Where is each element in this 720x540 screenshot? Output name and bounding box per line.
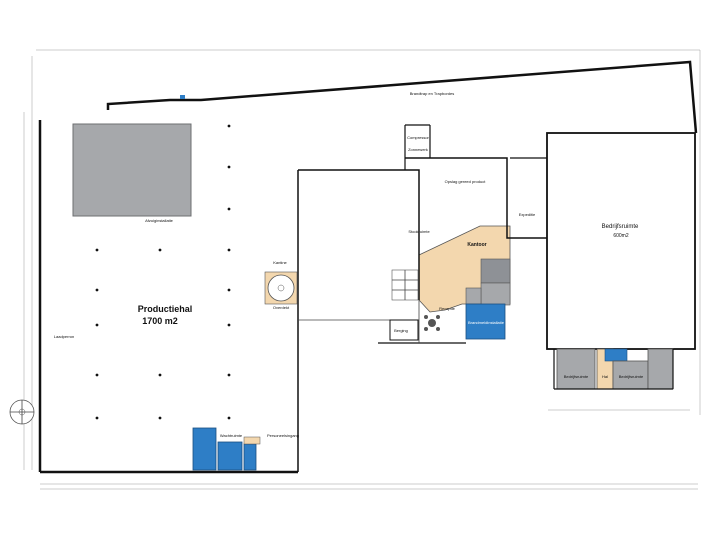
zonnewerk-label: Zonnewerk xyxy=(408,147,428,152)
kantoor-label: Kantoor xyxy=(467,242,486,248)
compressor-label: Compressor xyxy=(407,135,429,140)
expeditie-label: Expeditie xyxy=(519,212,536,217)
laadperron-label: Laadperron xyxy=(54,334,74,339)
dimension-lines xyxy=(23,49,701,490)
kantoor-gray-3 xyxy=(465,287,482,305)
bedrijfsruimte-small-2-label: Bedrijfsruimte xyxy=(619,374,644,379)
small-room-2 xyxy=(612,360,649,390)
kantoor-gray-2 xyxy=(480,282,511,306)
berging-label: Berging xyxy=(394,328,408,333)
brandmeld-label: Brandmeldinstallatie xyxy=(468,320,505,325)
stookruimte-label: Stookruimte xyxy=(408,229,430,234)
wachtruimte-label: Wachtruimte xyxy=(220,433,243,438)
small-room-blue xyxy=(604,348,628,362)
stairs xyxy=(391,269,419,301)
marker-square xyxy=(180,95,185,99)
bedrijfsruimte-small-1-label: Bedrijfsruimte xyxy=(564,374,589,379)
overdekt-label: Overdekt xyxy=(273,305,290,310)
spiral-stair-exterior xyxy=(9,399,35,425)
kantoor-gray-1 xyxy=(480,258,511,284)
receptie-label: Receptie xyxy=(439,306,456,311)
outer-walls xyxy=(38,60,698,474)
personeelsingang-label: Personeelsingang xyxy=(267,433,299,438)
brandmeld-room xyxy=(465,303,506,340)
bedrijfsruimte-area: 600m2 xyxy=(613,233,629,239)
afzuig-label: Afzuiginstallatie xyxy=(145,218,174,223)
reception-table xyxy=(424,315,440,331)
bovenpanel-label: Brandtrap en Trapbordes xyxy=(410,91,454,96)
opslag-label: Opslag gereed product xyxy=(445,179,487,184)
kantine-label: Kantine xyxy=(273,260,287,265)
sanitary-block-1 xyxy=(192,427,217,471)
stookruimte-block xyxy=(72,123,192,217)
small-room-1 xyxy=(556,348,596,390)
small-room-3 xyxy=(647,348,674,390)
sanitary-beige xyxy=(243,436,261,445)
bedrijfsruimte-label: Bedrijfsruimte xyxy=(602,224,639,230)
sanitary-block-2 xyxy=(217,441,243,471)
hal-label: Hal xyxy=(602,374,608,379)
bedrijfsruimte-building xyxy=(546,132,696,350)
columns xyxy=(95,124,231,420)
spiral-stair-interior xyxy=(264,271,298,305)
sanitary-block-3 xyxy=(243,443,257,471)
productiehal-label: Productiehal xyxy=(138,304,193,314)
productiehal-area: 1700 m2 xyxy=(142,316,178,326)
